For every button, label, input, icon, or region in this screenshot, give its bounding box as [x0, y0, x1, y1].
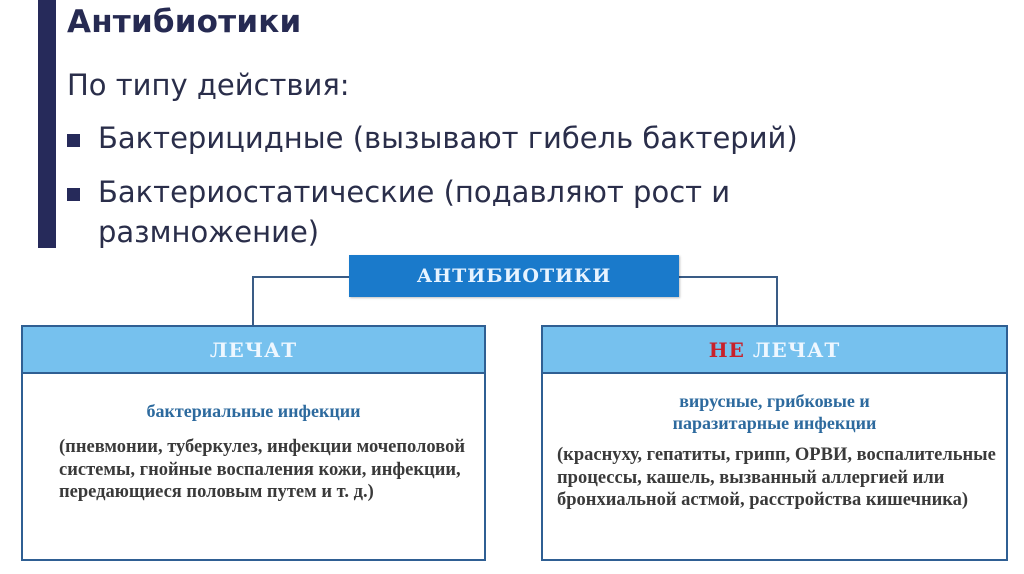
accent-bar — [38, 0, 56, 248]
branch-kind: бактериальные инфекции — [146, 401, 361, 421]
branch-header: ЛЕЧАТ — [23, 327, 484, 374]
square-bullet-icon — [67, 188, 80, 201]
connector-line — [252, 276, 254, 325]
branch-header: НЕ ЛЕЧАТ — [543, 327, 1006, 374]
branch-header-label: ЛЕЧАТ — [752, 337, 841, 362]
bullet-text: Бактериостатические (подавляют рост и ра… — [98, 175, 731, 249]
connector-line — [679, 276, 778, 278]
branch-does-not-treat: НЕ ЛЕЧАТ вирусные, грибковые и паразитар… — [541, 325, 1008, 561]
bullet-bactericidal: Бактерицидные (вызывают гибель бактерий) — [67, 118, 927, 158]
square-bullet-icon — [67, 134, 80, 147]
branch-header-label: ЛЕЧАТ — [209, 337, 298, 362]
branch-examples: (пневмонии, туберкулез, инфекции мочепол… — [59, 437, 465, 502]
branch-kind: вирусные, грибковые и паразитарные инфек… — [672, 391, 877, 433]
branch-examples: (краснуху, гепатиты, грипп, ОРВИ, воспал… — [557, 445, 996, 510]
slide-title: Антибиотики — [67, 4, 302, 40]
bullet-bacteriostatic: Бактериостатические (подавляют рост и ра… — [67, 172, 927, 252]
slide-subtitle: По типу действия: — [67, 68, 350, 102]
negation-label: НЕ — [708, 337, 745, 362]
branch-treats: ЛЕЧАТ бактериальные инфекции (пневмонии,… — [21, 325, 486, 561]
bullet-text: Бактерицидные (вызывают гибель бактерий) — [98, 121, 798, 155]
connector-line — [776, 276, 778, 325]
connector-line — [252, 276, 349, 278]
bullet-list: Бактерицидные (вызывают гибель бактерий)… — [67, 118, 927, 266]
